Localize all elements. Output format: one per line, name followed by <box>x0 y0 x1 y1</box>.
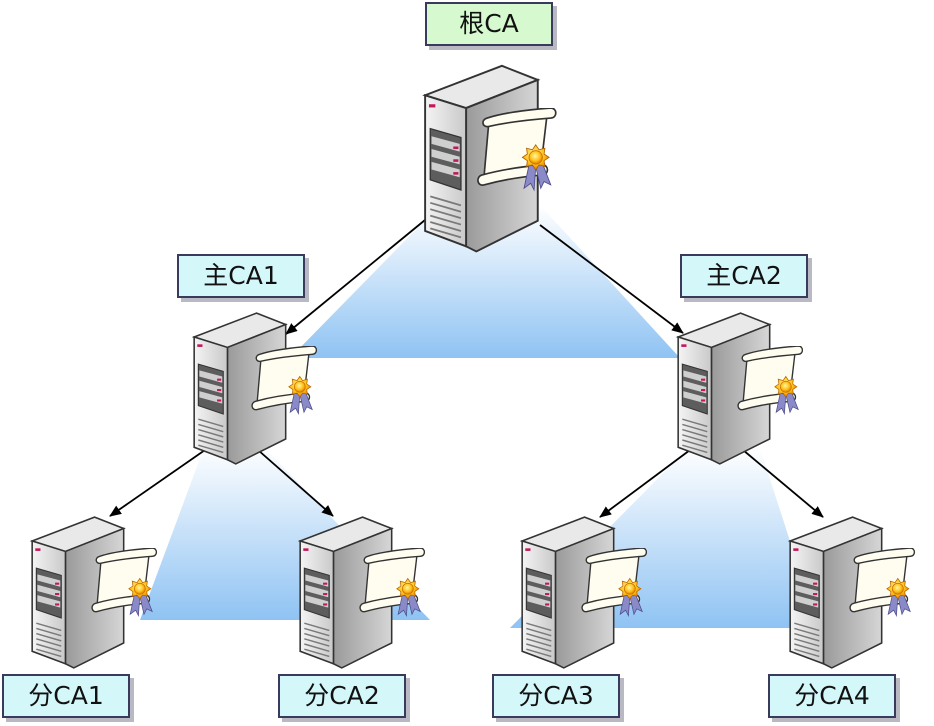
certificate-icon <box>476 108 557 191</box>
certificate-icon <box>359 548 426 617</box>
main-ca1-label: 主CA1 <box>177 254 305 298</box>
main-ca2-label: 主CA2 <box>680 254 808 298</box>
sub-ca1-label: 分CA1 <box>2 674 130 718</box>
edge-main1-sub2 <box>257 449 334 517</box>
sub-ca2-label: 分CA2 <box>278 674 406 718</box>
edge-main2-sub4 <box>742 449 824 518</box>
certificate-icon <box>737 346 804 415</box>
edge-root-main2 <box>539 224 684 334</box>
edge-root-main1 <box>285 219 426 335</box>
certificate-icon <box>251 346 318 415</box>
sub-ca3-label: 分CA3 <box>492 674 620 718</box>
edge-main2-sub3 <box>599 449 691 518</box>
root-ca-label: 根CA <box>425 2 553 46</box>
edge-main1-sub1 <box>109 449 206 517</box>
certificate-icon <box>849 548 916 617</box>
fan-root <box>290 205 680 358</box>
certificate-icon <box>581 548 648 617</box>
certificate-icon <box>91 548 158 617</box>
sub-ca4-label: 分CA4 <box>768 674 896 718</box>
